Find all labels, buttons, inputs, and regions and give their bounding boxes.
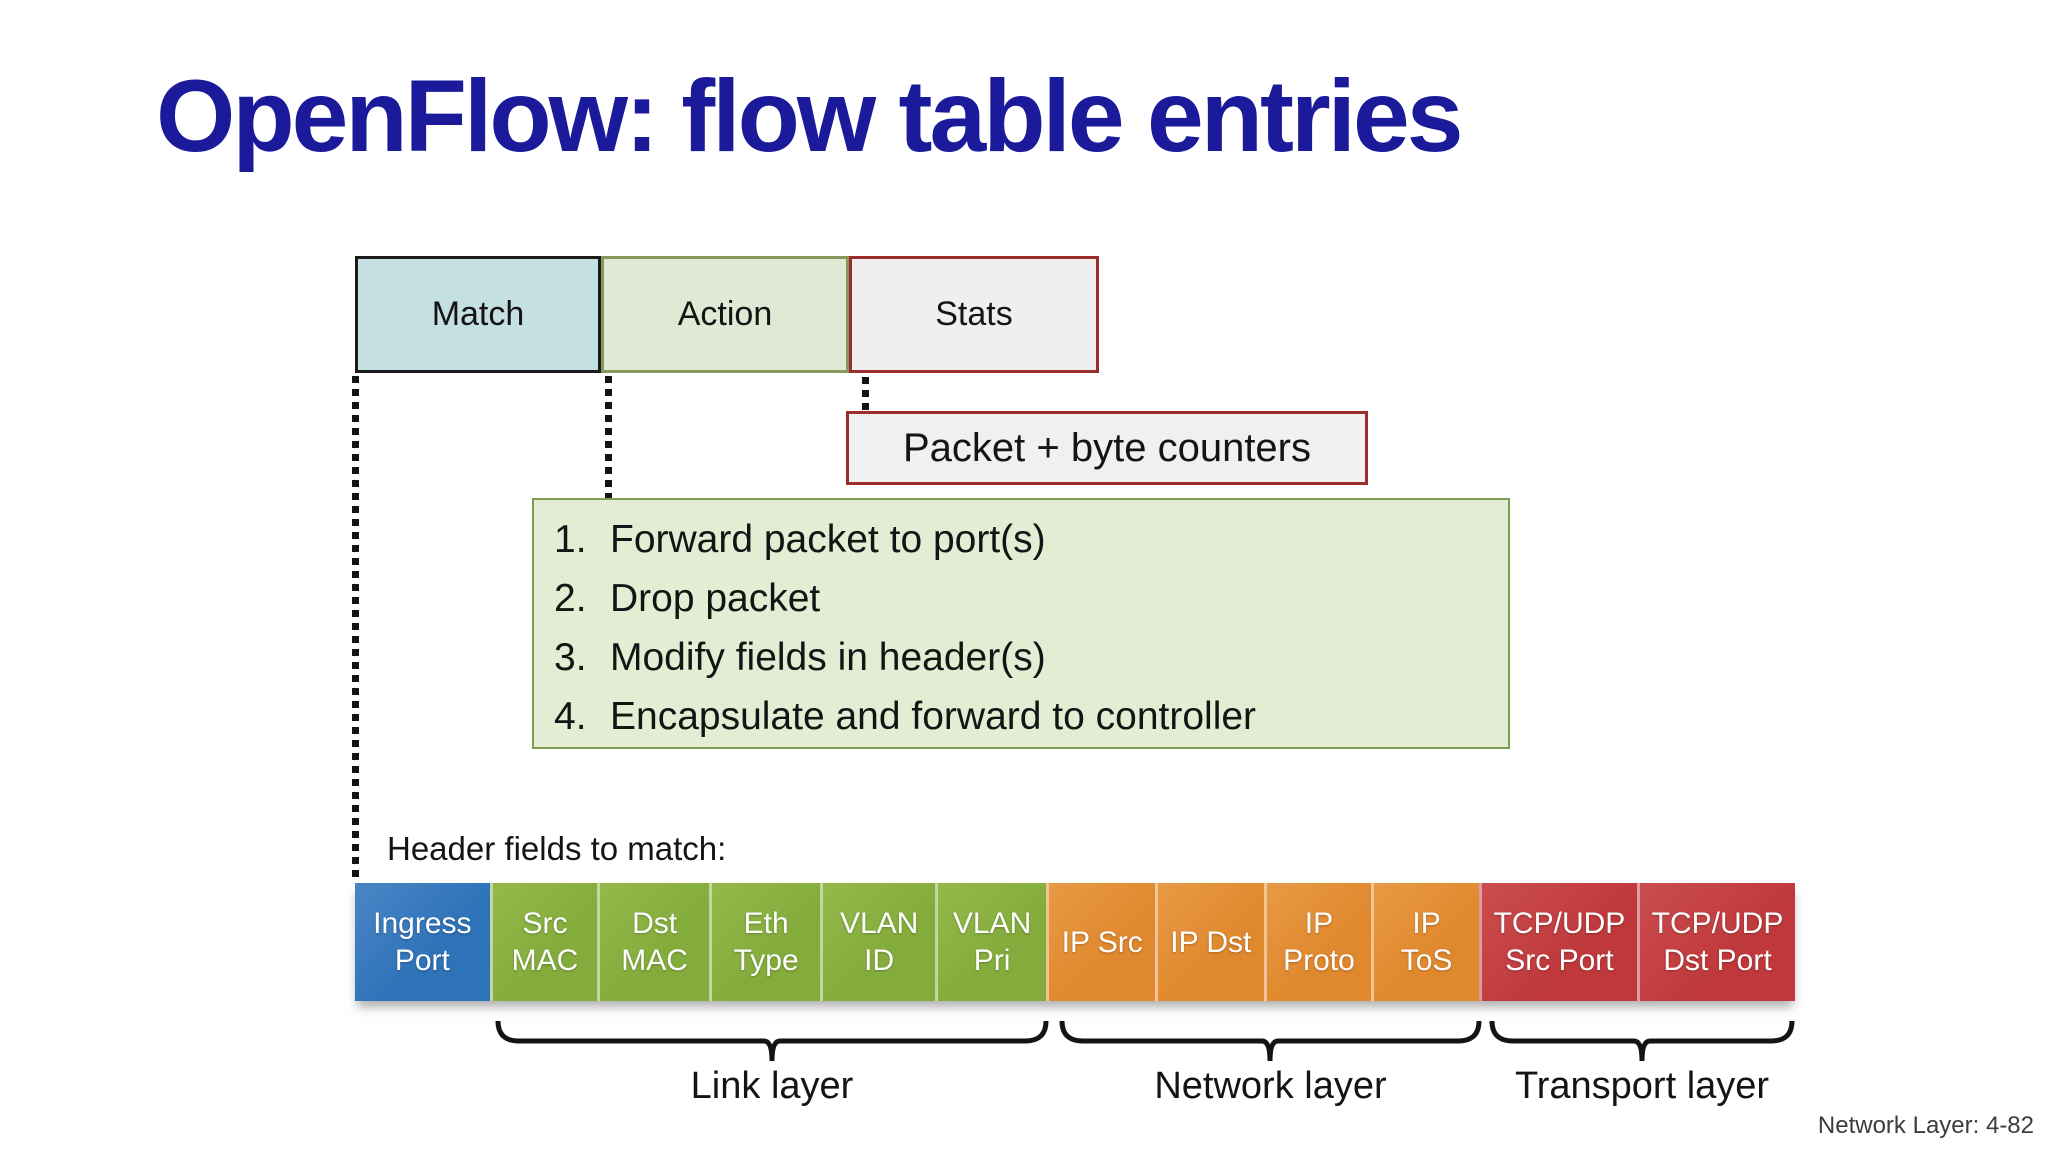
field-cell-dst-mac: Dst MAC xyxy=(597,883,709,1001)
network-layer-brace: Network layer xyxy=(1059,1019,1482,1108)
transport-layer-label: Transport layer xyxy=(1514,1065,1770,1107)
page-title: OpenFlow: flow table entries xyxy=(156,59,1463,173)
action-item: 3.Modify fields in header(s) xyxy=(554,636,1046,679)
field-cell-vlan-id: VLAN ID xyxy=(820,883,935,1001)
field-cell-ip-src: IP Src xyxy=(1046,883,1155,1001)
field-cell-ip-dst: IP Dst xyxy=(1155,883,1264,1001)
flow-table-stats-box: Stats xyxy=(849,256,1099,373)
action-item: 2.Drop packet xyxy=(554,577,821,620)
stats-label: Stats xyxy=(935,295,1013,333)
flow-table-match-box: Match xyxy=(355,256,601,373)
action-label: Action xyxy=(677,295,773,333)
brace-icon xyxy=(1489,1020,1795,1062)
field-cell-tcp-udp-src-port: TCP/UDP Src Port xyxy=(1478,883,1637,1001)
slide-number: Network Layer: 4-82 xyxy=(1817,1112,2034,1139)
field-cell-vlan-pri: VLAN Pri xyxy=(934,883,1047,1001)
network-layer-label: Network layer xyxy=(1154,1065,1387,1107)
action-item: 1.Forward packet to port(s) xyxy=(554,518,1046,561)
match-connector-dotted-line xyxy=(352,376,359,880)
link-layer-label: Link layer xyxy=(690,1065,854,1107)
field-cell-ip-proto: IP Proto xyxy=(1263,883,1372,1001)
transport-layer-brace: Transport layer xyxy=(1489,1019,1795,1108)
link-layer-brace: Link layer xyxy=(495,1019,1049,1108)
brace-icon xyxy=(495,1020,1049,1062)
field-cell-eth-type: Eth Type xyxy=(708,883,821,1001)
field-cell-ingress-port: Ingress Port xyxy=(355,883,490,1001)
action-list-box: 1.Forward packet to port(s) 2.Drop packet… xyxy=(532,498,1510,749)
action-list: 1.Forward packet to port(s) 2.Drop packet… xyxy=(554,510,1508,746)
brace-icon xyxy=(1059,1020,1482,1062)
action-connector-dotted-line xyxy=(605,376,612,498)
stats-connector-dotted-line xyxy=(862,377,869,411)
field-cell-ip-tos: IP ToS xyxy=(1371,883,1479,1001)
field-cell-src-mac: Src MAC xyxy=(489,883,598,1001)
header-fields-heading: Header fields to match: xyxy=(387,830,727,867)
packet-byte-counters-box: Packet + byte counters xyxy=(846,411,1368,485)
flow-table-action-box: Action xyxy=(601,256,849,373)
match-label: Match xyxy=(431,295,525,333)
action-item: 4.Encapsulate and forward to controller xyxy=(554,695,1257,738)
counters-label: Packet + byte counters xyxy=(902,425,1311,470)
field-cell-tcp-udp-dst-port: TCP/UDP Dst Port xyxy=(1636,883,1796,1001)
